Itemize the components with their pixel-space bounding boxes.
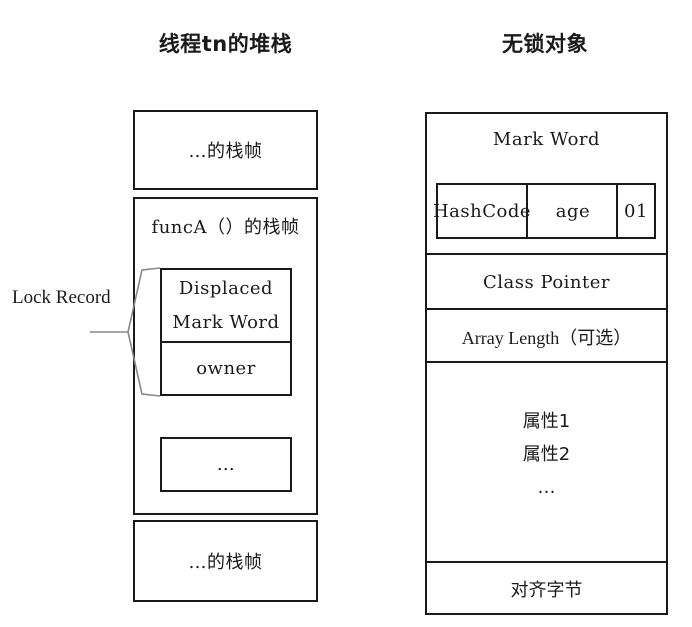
divider-array-length bbox=[425, 308, 668, 310]
hashcode-label: HashCode bbox=[432, 200, 532, 222]
stack-frame-top: …的栈帧 bbox=[133, 110, 318, 190]
field-ellipsis: … bbox=[537, 477, 556, 498]
stack-frame-funcA-label: funcA（）的栈帧 bbox=[151, 217, 300, 238]
divider-class-pointer bbox=[425, 253, 668, 255]
displaced-line-2: Mark Word bbox=[172, 311, 280, 333]
divider-fields bbox=[425, 361, 668, 363]
array-length-row: Array Length（可选） bbox=[461, 328, 632, 348]
lock-bits-cell: 01 bbox=[616, 185, 654, 237]
padding-row: 对齐字节 bbox=[510, 580, 583, 601]
stack-frame-bottom: …的栈帧 bbox=[133, 520, 318, 602]
field-2: 属性2 bbox=[522, 444, 571, 465]
owner-label: owner bbox=[196, 358, 256, 379]
age-cell: age bbox=[526, 185, 618, 237]
fields-section: 属性1 属性2 … bbox=[425, 405, 668, 504]
field-1: 属性1 bbox=[522, 411, 571, 432]
age-label: age bbox=[555, 200, 591, 222]
stack-title: 线程tn的堆栈 bbox=[158, 32, 293, 56]
displaced-line-1: Displaced bbox=[178, 277, 274, 299]
stack-slot-ellipsis: … bbox=[160, 437, 292, 492]
object-title: 无锁对象 bbox=[502, 32, 588, 56]
class-pointer-row: Class Pointer bbox=[482, 271, 610, 293]
lock-record-label: Lock Record bbox=[12, 287, 111, 308]
stack-frame-bottom-label: …的栈帧 bbox=[188, 552, 263, 573]
owner-slot: owner bbox=[160, 341, 292, 396]
mark-word-bits: HashCode age 01 bbox=[433, 183, 656, 239]
divider-padding bbox=[425, 561, 668, 563]
mark-word-label: Mark Word bbox=[492, 128, 601, 150]
hashcode-cell: HashCode bbox=[433, 185, 531, 237]
stack-slot-ellipsis-label: … bbox=[216, 454, 236, 475]
stack-frame-top-label: …的栈帧 bbox=[188, 141, 263, 162]
displaced-mark-word-slot: Displaced Mark Word bbox=[160, 268, 292, 343]
lock-bits-label: 01 bbox=[624, 200, 648, 222]
